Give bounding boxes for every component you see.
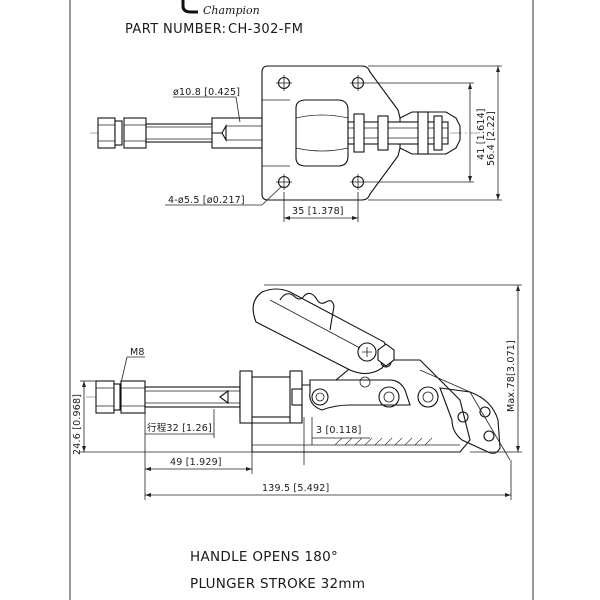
dim-mounting-holes: 4-ø5.5 [ø0.217]	[168, 195, 245, 206]
side-view: M8 行程32 [1.26] 3 [0.118] 49 [1.929] 139.…	[72, 284, 522, 500]
top-mounting-holes	[276, 75, 366, 190]
base-hatching	[334, 437, 433, 446]
part-number-label: PART NUMBER:	[125, 22, 226, 37]
side-handle	[252, 288, 389, 375]
side-lever-open	[439, 387, 501, 454]
side-handle-grip	[279, 292, 335, 331]
dim-thread-size: M8	[130, 347, 145, 358]
dim-stroke: 行程32 [1.26]	[147, 422, 212, 434]
note-plunger-stroke: PLUNGER STROKE 32mm	[190, 576, 365, 592]
dim-overall-length: 139.5 [5.492]	[262, 483, 329, 494]
top-handle-grip	[295, 99, 349, 167]
side-base-body	[251, 359, 471, 453]
dim-base-offset: 3 [0.118]	[316, 425, 361, 436]
side-threaded-rod	[144, 386, 241, 408]
note-handle-opens: HANDLE OPENS 180°	[190, 549, 338, 565]
dim-overall-height: 56.4 [2.22]	[486, 111, 497, 166]
dim-hole-spacing: 35 [1.378]	[292, 206, 344, 217]
dim-thread-diameter: ø10.8 [0.425]	[173, 87, 240, 98]
dim-max-height: Max.78[3.071]	[506, 340, 517, 412]
brand-logo: Champion	[181, 0, 260, 17]
brand-name: Champion	[203, 4, 260, 17]
top-nut	[97, 117, 147, 149]
top-view: ø10.8 [0.425] 4-ø5.5 [ø0.217] 35 [1.378]…	[90, 65, 502, 222]
logo-mark-icon	[181, 0, 198, 14]
dim-hole-vertical: 41 [1.614]	[476, 108, 487, 160]
dim-plunger-length: 49 [1.929]	[170, 457, 222, 468]
part-number-value: CH-302-FM	[228, 22, 303, 37]
dim-height: 24.6 [0.968]	[72, 394, 83, 455]
side-nut	[95, 380, 146, 414]
